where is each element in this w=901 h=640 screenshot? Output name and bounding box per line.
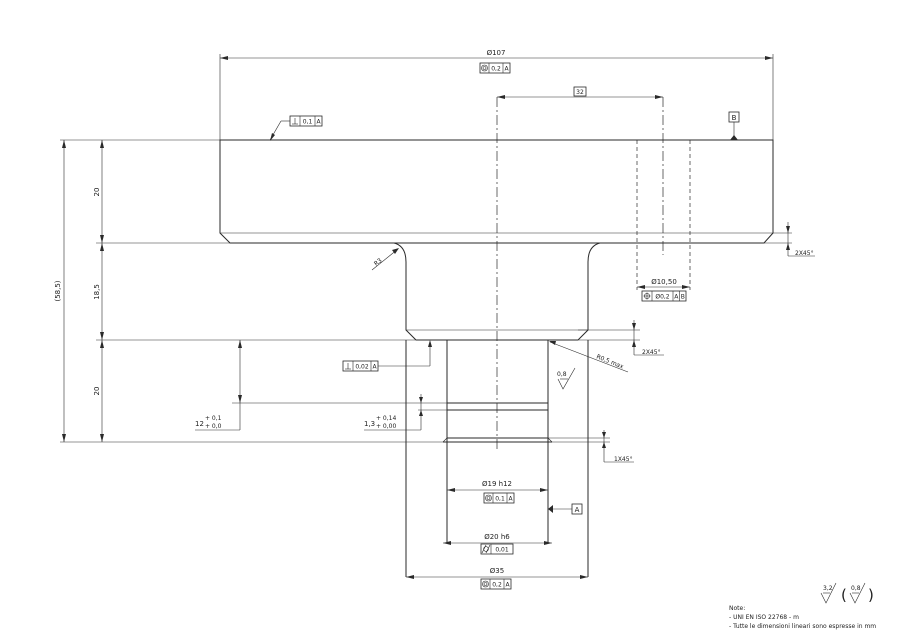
dim-height-18-5: 18,5 [93,243,104,340]
dim-d19: Ø19 h12 [447,480,548,492]
cylindricity-icon [481,544,491,554]
perpendicularity-icon [292,118,298,125]
svg-text:0,02: 0,02 [355,364,369,371]
svg-text:A: A [508,496,513,503]
svg-text:A: A [372,364,377,371]
svg-text:20: 20 [93,188,101,197]
svg-text:0,1: 0,1 [495,496,505,503]
fcf-top-perpendicularity: 0,1 A [269,115,323,141]
svg-text:A: A [505,582,510,589]
perpendicularity-icon [345,363,351,370]
svg-text:20: 20 [93,387,101,396]
dim-r3: R3 [371,248,399,271]
svg-text:A: A [504,66,509,73]
fcf-hole-position: Ø0,2 A B [641,290,687,302]
svg-text:0,8: 0,8 [557,371,567,378]
roughness-general: 3,2 ( 0,8 ) [820,582,874,604]
svg-text:3,2: 3,2 [823,585,833,592]
concentricity-icon [482,580,489,588]
svg-text:2X45°: 2X45° [795,250,814,257]
dim-chamfer-bottom: 1X45° [602,430,634,463]
svg-text:0,01: 0,01 [495,547,509,554]
dim-height-20-top: 20 [93,140,104,243]
svg-text:0,2: 0,2 [492,582,502,589]
dim-d107-label: Ø107 [487,49,506,57]
svg-text:B: B [681,294,685,301]
svg-text:2X45°: 2X45° [642,349,661,356]
notes-heading: Note: [729,605,745,612]
notes-line-1: - UNI EN ISO 22768 - m [729,614,799,621]
roughness-local: 0,8 [557,367,576,390]
fcf-d20-cylindricity: 0,01 [480,543,514,555]
svg-text:(: ( [841,586,847,604]
svg-text:A: A [575,506,580,514]
svg-text:(58,5): (58,5) [54,280,62,301]
svg-text:R0,5 max: R0,5 max [595,353,625,370]
datum-b: B [728,111,740,140]
fcf-d35-concentricity: 0,2 A [480,578,512,590]
svg-text:R3: R3 [373,257,384,268]
dim-d35: Ø35 [406,567,588,579]
svg-text:Ø35: Ø35 [490,567,504,575]
dim-d10-50: Ø10,50 [637,278,690,289]
position-icon [643,292,651,300]
svg-text:12: 12 [195,420,204,428]
dim-chamfer-mid: 2X45° [632,320,664,356]
svg-text:+ 0,0: + 0,0 [205,423,222,430]
dim-height-58-5: (58,5) [54,140,66,442]
svg-text:B: B [732,114,737,122]
svg-text:Ø19 h12: Ø19 h12 [482,480,512,488]
svg-text:1X45°: 1X45° [614,456,633,463]
dim-height-20-bottom: 20 [93,340,104,442]
svg-text:0,8: 0,8 [851,585,861,592]
dim-d20: Ø20 h6 [443,533,552,545]
notes: Note: - UNI EN ISO 22768 - m - Tutte le … [729,605,876,630]
fcf-top-concentricity: 0,2 A [479,62,511,74]
svg-text:A: A [674,294,679,301]
svg-text:1,3: 1,3 [364,420,375,428]
fcf-d19-concentricity: 0,1 A [483,492,515,504]
svg-text:Ø0,2: Ø0,2 [655,294,669,301]
hidden-hole [636,97,691,290]
dim-chamfer-top: 2X45° [786,222,815,257]
notes-line-2: - Tutte le dimensioni lineari sono espre… [729,623,876,630]
svg-text:18,5: 18,5 [93,284,101,300]
svg-text:A: A [316,119,321,126]
svg-text:Ø20 h6: Ø20 h6 [484,533,510,541]
svg-text:+ 0,00: + 0,00 [376,423,396,430]
concentricity-icon [485,494,492,502]
svg-text:+ 0,1: + 0,1 [205,415,222,422]
dim-d107: Ø107 [219,49,774,140]
dim-32: 32 [497,86,663,99]
dim-12: 12 + 0,1 + 0,0 [195,340,447,431]
svg-text:): ) [868,586,874,604]
svg-text:0,2: 0,2 [491,66,501,73]
svg-text:Ø10,50: Ø10,50 [651,278,677,286]
datum-a: A [548,503,583,515]
reference-lines [60,139,792,443]
fcf-mid-perpendicularity: 0,02 A [342,340,432,372]
dim-1-3: 1,3 + 0,14 + 0,00 [364,394,447,431]
dim-32-label: 32 [576,89,584,96]
concentricity-icon [481,64,488,72]
svg-text:0,1: 0,1 [303,119,313,126]
svg-text:+ 0,14: + 0,14 [376,415,396,422]
